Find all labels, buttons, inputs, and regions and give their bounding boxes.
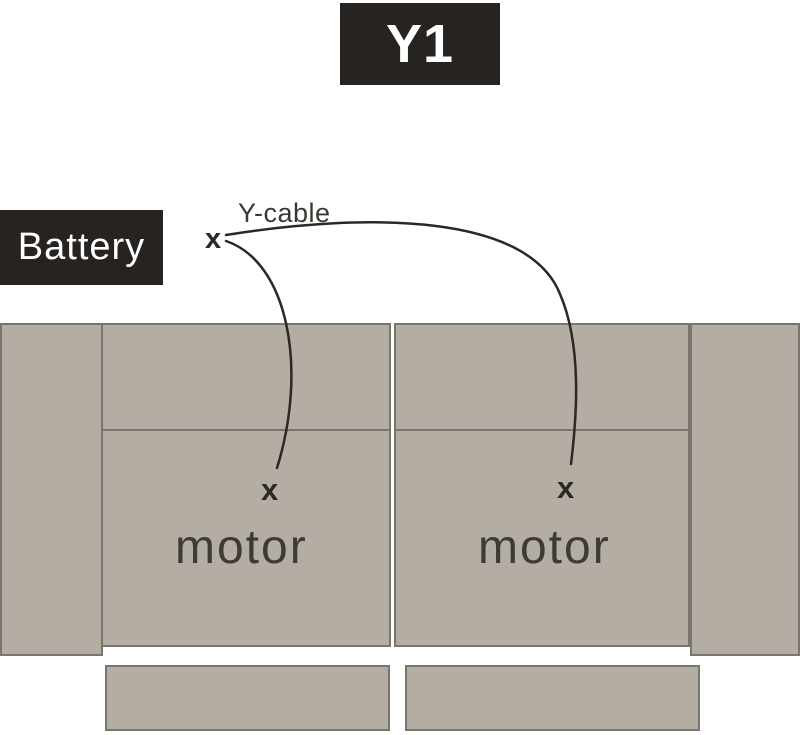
sofa-seat-right: [394, 429, 690, 647]
sofa-armrest-right: [690, 323, 800, 656]
sofa-footrest-right: [405, 665, 700, 731]
battery-connector-x-marker: x: [205, 223, 222, 255]
sofa-backrest-left: [101, 323, 391, 431]
sofa-backrest-right: [394, 323, 690, 431]
sofa-armrest-left: [0, 323, 103, 656]
ycable-label: Y-cable: [238, 198, 331, 228]
left-motor-connector-x-marker: x: [261, 472, 279, 507]
left-motor-label: motor: [175, 521, 308, 574]
sofa-footrest-left: [105, 665, 390, 731]
right-motor-label: motor: [478, 521, 611, 574]
battery-label: Battery: [17, 226, 146, 268]
battery-label-box: Battery: [0, 210, 163, 285]
y1-label-box: Y1: [340, 3, 500, 85]
y1-label: Y1: [385, 14, 455, 74]
right-motor-connector-x-marker: x: [557, 470, 575, 505]
